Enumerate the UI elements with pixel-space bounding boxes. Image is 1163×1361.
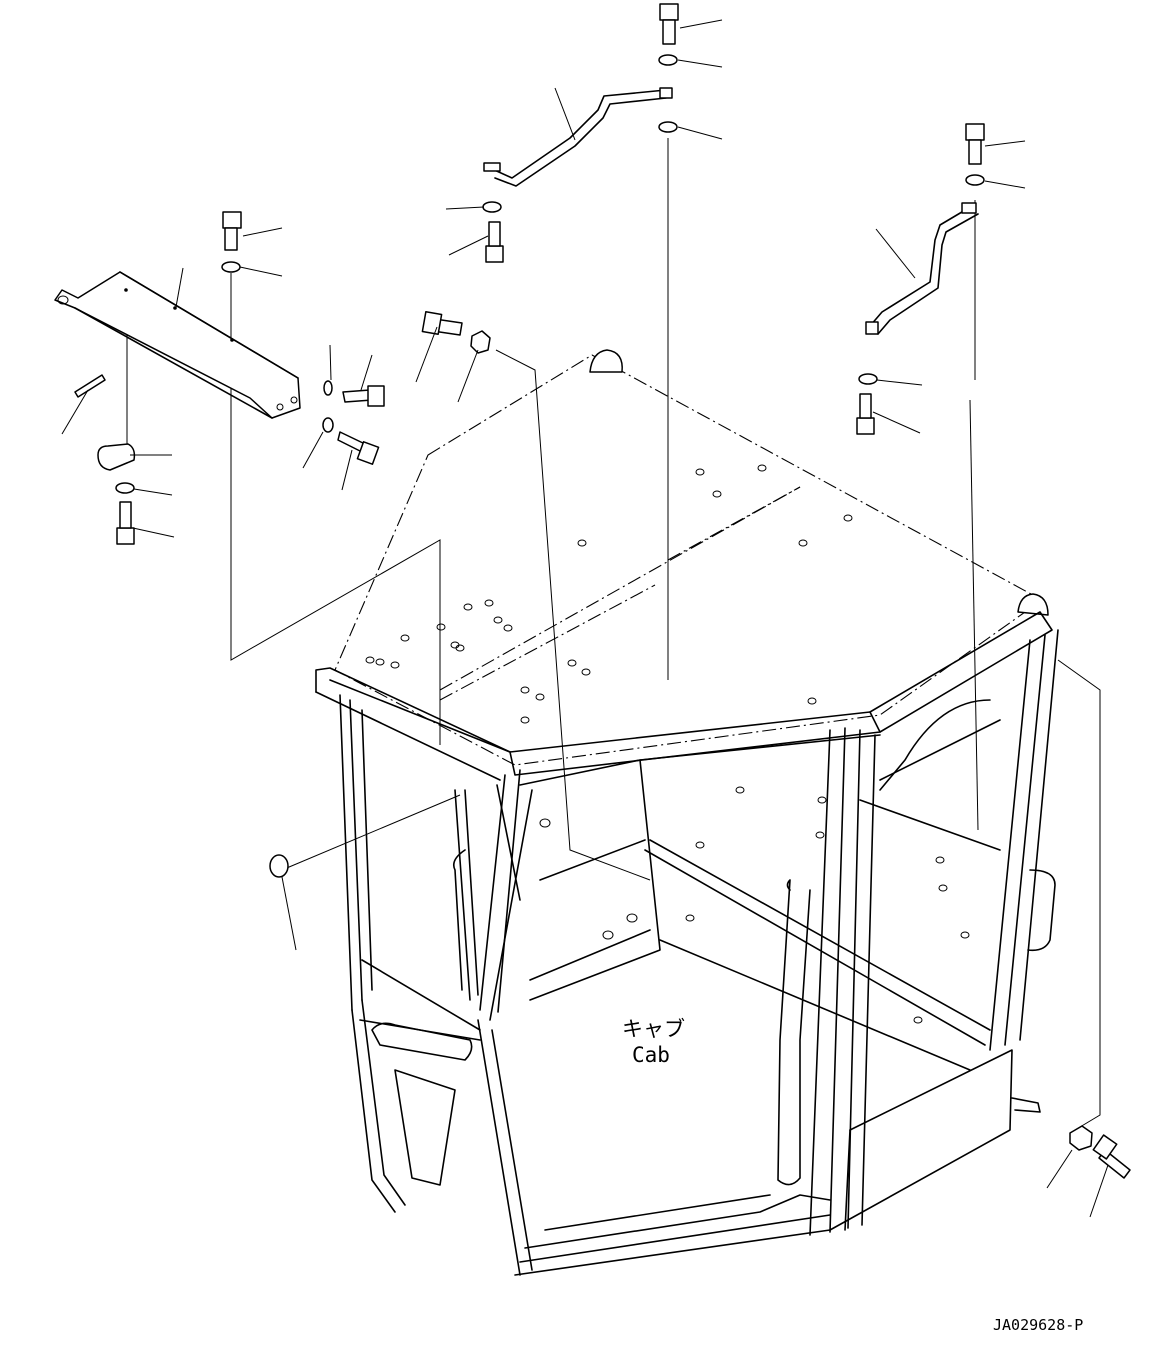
washer-5: [658, 54, 678, 66]
washer-7: [482, 201, 502, 213]
bolt-2: [116, 501, 135, 545]
nut-2: [1069, 1125, 1093, 1151]
leader-lines: [126, 138, 1101, 1131]
handrail-1: [483, 87, 673, 187]
callout-lines: [61, 19, 1109, 1218]
washer-8: [965, 174, 985, 186]
washer-4: [322, 417, 334, 433]
washer-9: [858, 373, 878, 385]
rail-cover: [54, 271, 301, 419]
bolt-3: [342, 385, 385, 407]
cab-frame: [315, 349, 1059, 1276]
bolt-1: [222, 211, 242, 251]
washer-6: [658, 121, 678, 133]
washer-2: [115, 482, 135, 494]
drawing-number: JA029628-P: [993, 1316, 1083, 1334]
bolt-4: [337, 431, 380, 465]
bolt-5: [659, 3, 679, 45]
clip: [97, 443, 136, 471]
cab-label-jp: キャブ: [622, 1017, 685, 1041]
bolt-7: [421, 311, 463, 336]
seal-strip: [74, 374, 106, 398]
bolt-9: [856, 393, 875, 435]
nut-1: [470, 330, 491, 354]
bolt-10: [1092, 1134, 1131, 1179]
bolt-8: [965, 123, 985, 165]
handrail-2: [865, 202, 979, 335]
bolt-6: [485, 221, 504, 263]
washer-1: [221, 261, 241, 273]
grommet: [269, 854, 289, 878]
washer-3: [323, 380, 333, 396]
cab-label-en: Cab: [632, 1043, 670, 1067]
